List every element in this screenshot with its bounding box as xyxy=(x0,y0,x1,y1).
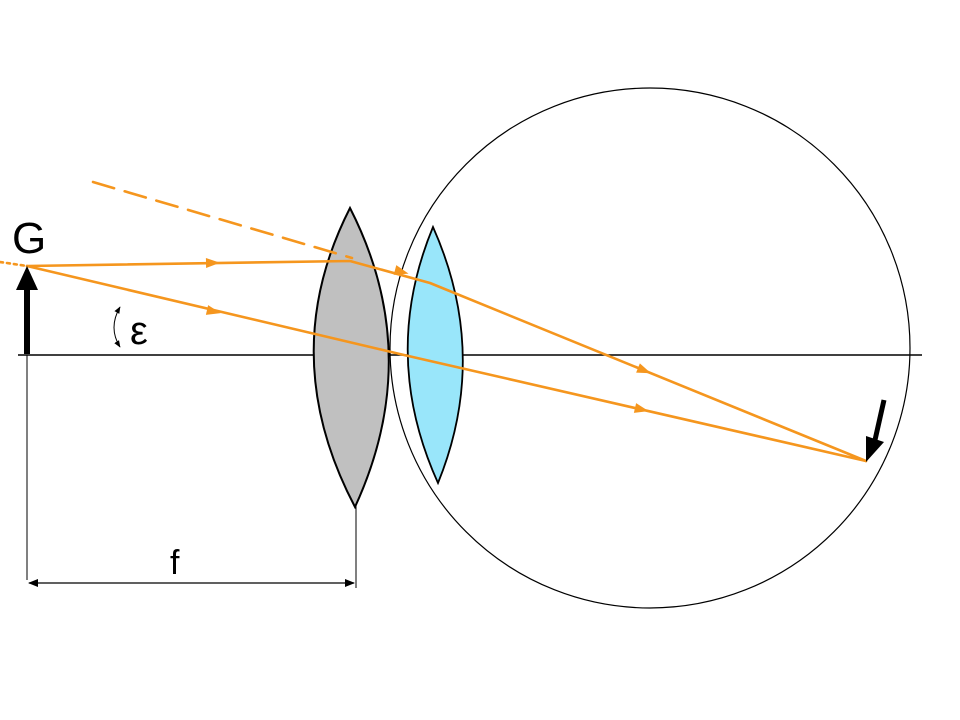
ray-arrowhead xyxy=(393,265,409,275)
angle-label: ε xyxy=(130,309,148,353)
ray-arrowhead xyxy=(633,403,649,413)
ray-arrowheads xyxy=(205,258,651,413)
retina-image-arrow xyxy=(866,399,887,462)
ray-dashed-virtual xyxy=(91,180,354,260)
angle-arc xyxy=(113,306,121,348)
eyeball-outline xyxy=(389,87,911,609)
focal-length-label: f xyxy=(170,544,180,582)
object-label: G xyxy=(12,214,46,263)
magnifier-lens xyxy=(312,205,390,510)
eye-lens xyxy=(406,224,464,486)
ray-central xyxy=(25,264,868,463)
object-arrow xyxy=(16,266,38,354)
ray-dotted-extension xyxy=(0,260,29,268)
ray-arrowhead xyxy=(205,305,221,315)
ray-arrowhead xyxy=(636,363,651,374)
ray-arrowhead xyxy=(205,258,220,268)
